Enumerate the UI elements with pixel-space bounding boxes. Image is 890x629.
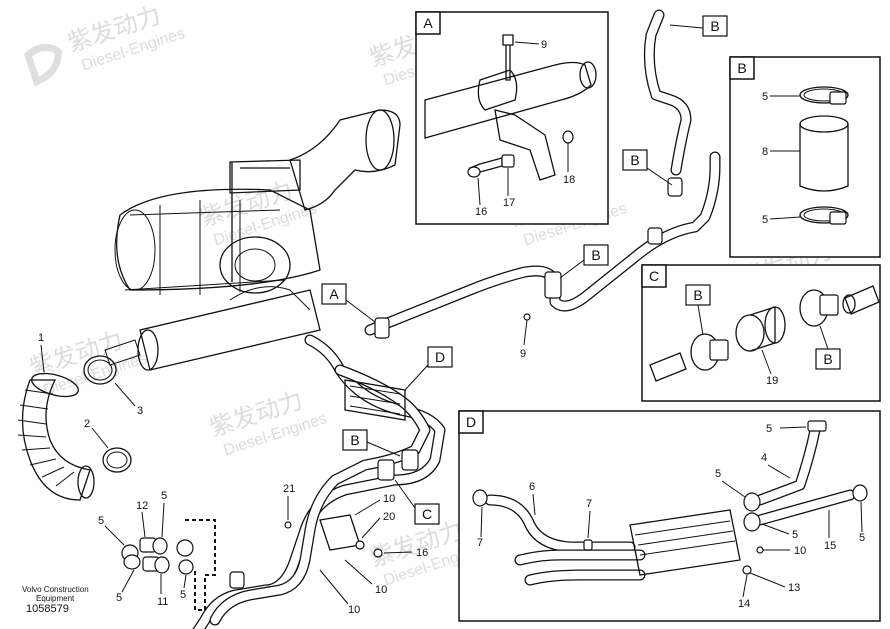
svg-text:6: 6 [529,481,535,493]
ref-tag-b-top: B [669,15,728,37]
detail-box-a: A 9 16 17 18 [415,11,609,225]
svg-text:B: B [823,351,832,367]
svg-text:9: 9 [541,39,547,51]
svg-text:14: 14 [738,598,750,610]
svg-text:2: 2 [84,418,90,430]
svg-text:13: 13 [788,582,800,594]
svg-text:D: D [435,349,445,365]
svg-text:7: 7 [477,537,483,549]
svg-text:17: 17 [503,197,515,209]
svg-text:5: 5 [98,515,104,527]
footer-brand-line-1: Volvo Construction [22,585,89,594]
ref-tag-b-upper: B [622,149,673,186]
svg-text:10: 10 [794,545,806,557]
clamp-part-2 [102,447,132,473]
detail-box-b: B 5 8 5 [729,56,881,258]
svg-text:5: 5 [715,468,721,480]
flex-hose-part-1 [17,372,95,501]
detail-box-c-label: C [649,268,659,284]
svg-text:B: B [630,152,639,168]
svg-text:8: 8 [762,146,768,158]
engine-assembly [104,109,401,371]
svg-text:5: 5 [161,490,167,502]
svg-text:B: B [693,287,702,303]
svg-text:20: 20 [383,511,395,523]
dashed-reference-line [185,519,216,611]
ref-tag-c: C [394,479,440,525]
svg-text:4: 4 [761,452,767,464]
svg-text:C: C [422,506,432,522]
main-callouts: 1 3 2 12 5 5 5 11 5 21 10 20 16 10 10 9 [38,319,528,616]
svg-text:7: 7 [586,498,592,510]
svg-text:9: 9 [520,348,526,360]
ref-tag-b-low: B [342,429,401,457]
svg-text:B: B [350,432,359,448]
svg-text:5: 5 [766,423,772,435]
ref-tag-a: A [321,283,376,323]
detail-box-a-label: A [423,15,433,31]
svg-text:5: 5 [792,529,798,541]
detail-box-d: D 5 4 5 6 7 7 5 10 [458,410,881,622]
svg-text:5: 5 [116,592,122,604]
detail-box-c: C B B 19 [641,264,881,402]
detail-box-b-label: B [737,60,746,76]
svg-text:B: B [591,247,600,263]
svg-text:3: 3 [137,405,143,417]
svg-text:12: 12 [136,500,148,512]
svg-text:B: B [710,18,719,34]
svg-text:10: 10 [375,584,387,596]
svg-text:15: 15 [824,540,836,552]
svg-text:16: 16 [416,547,428,559]
svg-text:10: 10 [348,604,360,616]
svg-text:5: 5 [859,532,865,544]
drawing-number: 1058579 [26,603,69,615]
svg-text:11: 11 [157,596,168,608]
main-ref-tags: A B B B D B C [321,15,728,525]
main-pipe-run [192,9,721,629]
svg-text:18: 18 [563,174,575,186]
ref-tag-d: D [404,346,453,391]
svg-text:19: 19 [766,375,778,387]
svg-text:5: 5 [180,589,186,601]
svg-text:10: 10 [383,493,395,505]
svg-text:5: 5 [762,91,768,103]
svg-text:1: 1 [38,332,44,344]
footer-brand-line-2: Equipment [36,594,75,603]
clamp-part-3 [83,355,117,385]
detail-box-d-label: D [466,414,476,430]
svg-text:A: A [329,286,339,302]
ref-tag-b-mid: B [559,244,609,279]
svg-text:21: 21 [283,483,295,495]
loose-parts-group [121,537,194,575]
svg-text:5: 5 [762,214,768,226]
svg-text:16: 16 [475,206,487,218]
